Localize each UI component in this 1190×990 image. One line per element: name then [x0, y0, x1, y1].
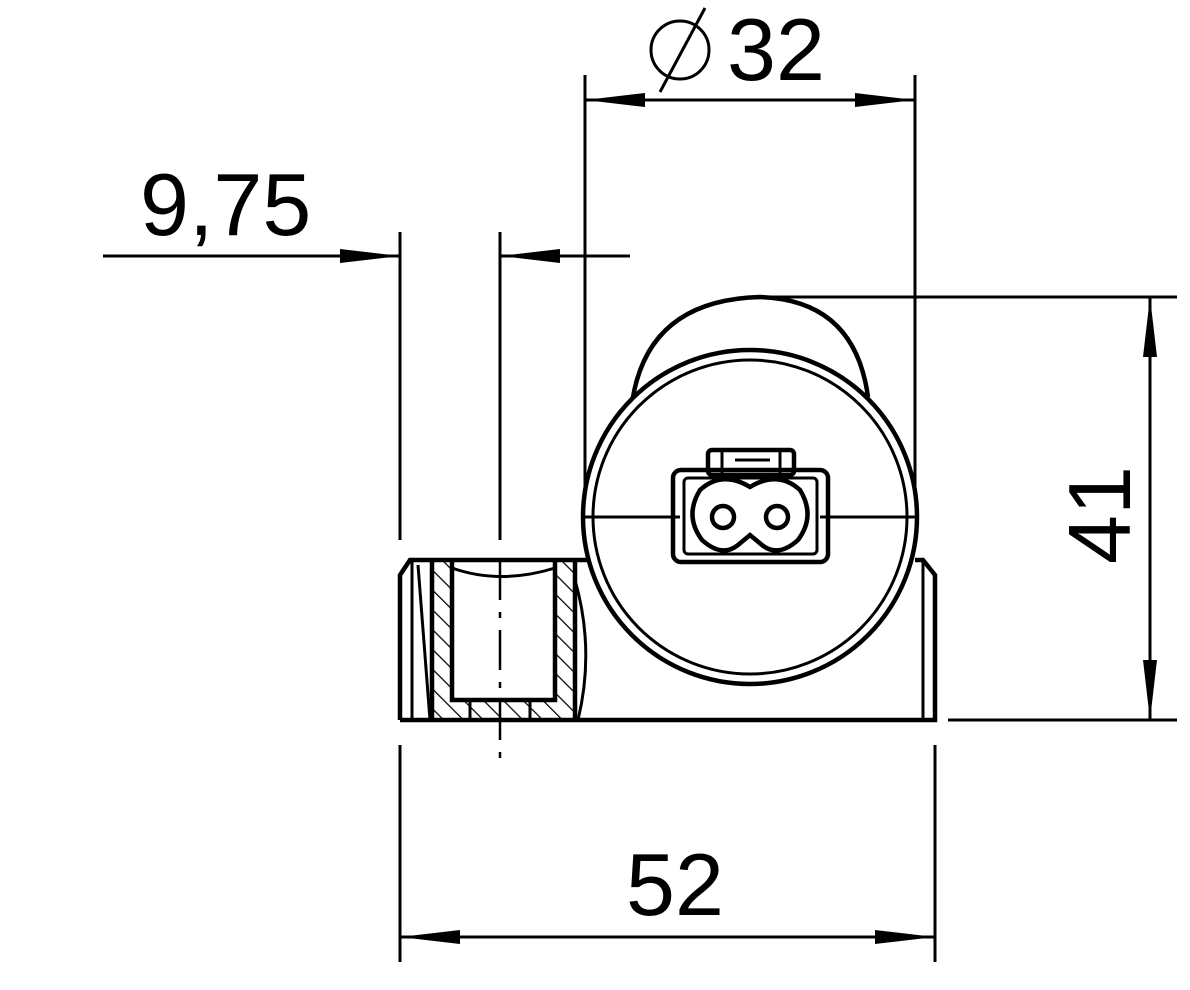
dimension-width: 52	[398, 745, 937, 962]
dimension-height: 41	[770, 295, 1177, 722]
diameter-label: 32	[727, 0, 825, 99]
diameter-symbol-icon	[649, 7, 711, 93]
width-label: 52	[626, 835, 724, 934]
part-body	[397, 294, 938, 765]
dimension-offset: 9,75	[103, 155, 630, 540]
dimension-diameter: 32	[583, 0, 917, 515]
height-label: 41	[1050, 466, 1149, 564]
connector-socket-icon	[670, 447, 831, 565]
offset-label: 9,75	[140, 155, 311, 254]
